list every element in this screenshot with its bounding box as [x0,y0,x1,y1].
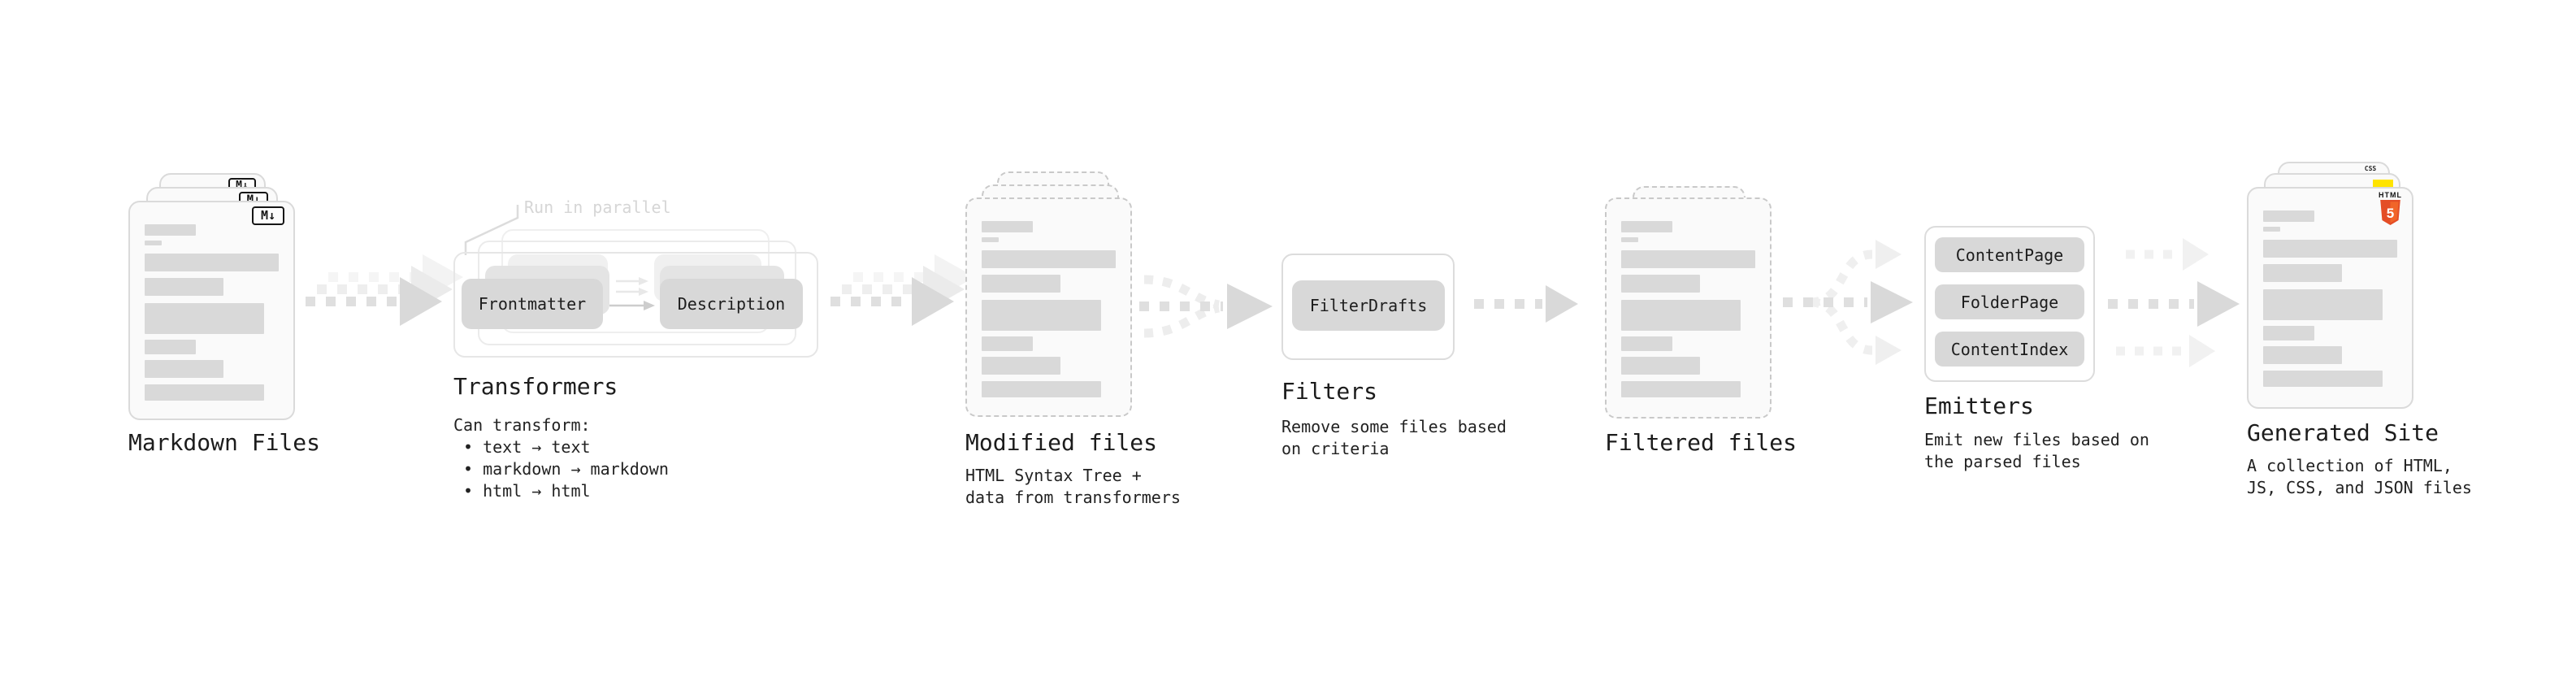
transformer-frame-front [453,252,818,358]
stage-title-filtered-files: Filtered files [1605,429,1798,456]
placeholder-line [982,357,1060,375]
emitter-node-folderpage[interactable]: FolderPage [1935,284,2084,319]
modified-files-description: HTML Syntax Tree + data from transformer… [965,465,1181,509]
placeholder-line [1621,221,1672,232]
filters-description: Remove some files based on criteria [1281,416,1507,460]
markdown-icon: M↓ [252,206,284,225]
placeholder-line [982,300,1101,331]
placeholder-line [2263,326,2314,340]
placeholder-line [145,360,223,378]
placeholder-line [1621,275,1700,293]
filter-node-filterdrafts[interactable]: FilterDrafts [1292,280,1445,331]
annotation-leader-line [464,205,519,255]
emitters-description: Emit new files based on the parsed files [1924,429,2149,473]
placeholder-line [2263,371,2383,387]
emitter-node-contentpage[interactable]: ContentPage [1935,237,2084,272]
placeholder-line [982,381,1101,397]
doc-content-lines [1621,221,1755,397]
transformers-description: Can transform: • text → text • markdown … [453,414,669,502]
transformer-node-description[interactable]: Description [660,279,803,329]
doc-content-lines [2263,210,2397,387]
transformers-description-heading: Can transform: [453,415,591,435]
description-line: Emit new files based on [1924,430,2149,449]
svg-text:5: 5 [2387,206,2394,221]
placeholder-line [982,275,1060,293]
html5-icon-label: HTML [2379,191,2402,199]
description-line: HTML Syntax Tree + [965,466,1142,485]
stage-title-filters: Filters [1281,378,1378,405]
markdown-file-card-front: M↓ [128,201,295,420]
css-icon-label: CSS [2364,165,2377,172]
generated-site-card-front: HTML 5 [2247,187,2413,409]
description-line: A collection of HTML, [2247,456,2452,475]
placeholder-line [1621,237,1638,242]
placeholder-line [982,250,1116,268]
bullet-item: • text → text [463,437,591,457]
doc-content-lines [145,224,279,401]
placeholder-line [982,336,1033,351]
placeholder-line [2263,227,2280,232]
stage-title-transformers: Transformers [453,373,618,400]
stage-title-markdown-files: Markdown Files [128,429,321,456]
description-line: data from transformers [965,488,1181,507]
description-line: JS, CSS, and JSON files [2247,478,2472,497]
arrow-transformers-to-modified [830,254,975,326]
placeholder-line [2263,346,2342,364]
modified-file-card-front [965,197,1132,417]
stage-title-modified-files: Modified files [965,429,1158,456]
placeholder-line [2263,264,2342,282]
description-line: on criteria [1281,439,1390,458]
placeholder-line [1621,336,1672,351]
placeholder-line [145,278,223,296]
emitter-node-contentindex[interactable]: ContentIndex [1935,332,2084,367]
html5-icon: HTML 5 [2379,192,2402,228]
description-line: Remove some files based [1281,417,1507,436]
arrow-filtered-to-emitters [1783,240,1913,365]
filtered-file-card-front [1605,197,1772,419]
placeholder-line [1621,250,1755,268]
placeholder-line [2263,289,2383,320]
placeholder-line [982,221,1033,232]
bullet-item: • markdown → markdown [463,459,669,479]
transformers-bullet-list: • text → text • markdown → markdown • ht… [453,436,669,502]
doc-content-lines [982,221,1116,397]
placeholder-line [145,224,196,236]
stage-title-emitters: Emitters [1924,393,2034,419]
placeholder-line [982,237,999,242]
placeholder-line [145,384,264,401]
placeholder-line [145,241,162,245]
arrow-modified-to-filters [1139,275,1273,338]
run-in-parallel-annotation: Run in parallel [524,197,671,217]
arrow-markdown-to-transformers [306,254,463,326]
placeholder-line [2263,240,2397,258]
placeholder-line [1621,357,1700,375]
description-line: the parsed files [1924,452,2081,471]
arrow-emitters-to-generated [2108,238,2240,367]
placeholder-line [1621,300,1741,331]
transformer-node-frontmatter[interactable]: Frontmatter [462,279,603,329]
placeholder-line [145,340,196,354]
placeholder-line [145,303,264,334]
placeholder-line [2263,210,2314,222]
transform-parallel-arrows [609,277,655,310]
stage-title-generated-site: Generated Site [2247,419,2439,446]
generated-site-description: A collection of HTML, JS, CSS, and JSON … [2247,455,2472,499]
bullet-item: • html → html [463,481,591,501]
arrow-filters-to-filtered [1474,285,1578,323]
placeholder-line [1621,381,1741,397]
placeholder-line [145,254,279,271]
html5-shield: 5 [2380,200,2400,225]
